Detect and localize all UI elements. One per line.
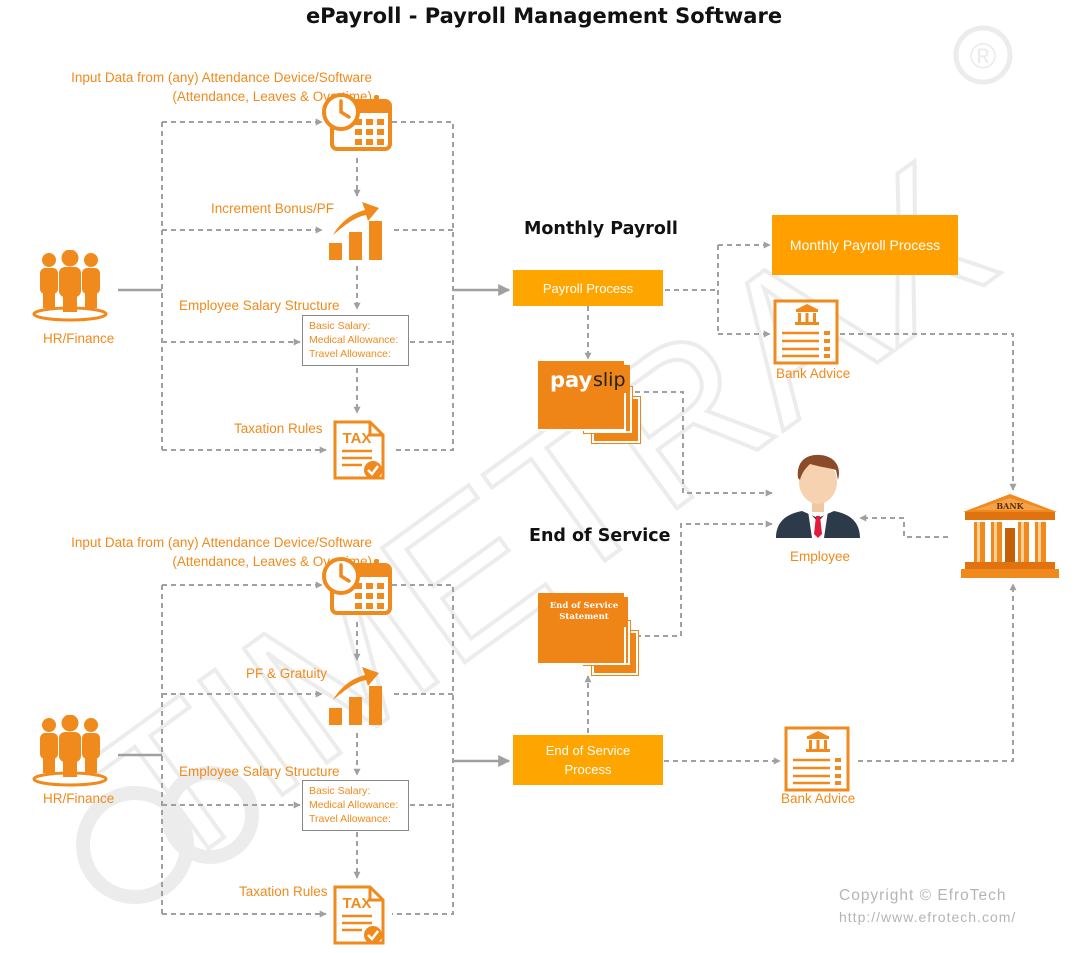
eos-process-line2: Process xyxy=(564,762,612,777)
end-of-service-statement-icon: End of Service Statement xyxy=(538,593,638,675)
top-attendance-label-line2: (Attendance, Leaves & Overtime) xyxy=(172,89,372,104)
eos-statement-text: End of Service Statement xyxy=(544,601,624,623)
bottom-pf-gratuity-label: PF & Gratuity xyxy=(246,666,328,681)
registered-mark: ® xyxy=(970,35,997,76)
eos-statement-line1: End of Service xyxy=(549,601,619,611)
page-title: ePayroll - Payroll Management Software xyxy=(305,4,783,28)
tax-document-icon: TAX xyxy=(333,885,385,945)
top-attendance-label-line1: Input Data from (any) Attendance Device/… xyxy=(71,70,372,85)
top-salary-structure-label: Employee Salary Structure xyxy=(179,298,340,313)
employee-avatar-icon xyxy=(776,454,860,538)
bottom-salary-structure-label: Employee Salary Structure xyxy=(179,764,340,779)
bottom-salary-item: Medical Allowance: xyxy=(309,799,399,811)
payroll-process-box: Payroll Process xyxy=(513,270,663,306)
bottom-taxation-label: Taxation Rules xyxy=(239,884,328,899)
tax-document-icon: TAX xyxy=(333,420,385,480)
top-salary-item: Travel Allowance: xyxy=(309,348,391,360)
bank-advice-icon xyxy=(784,726,850,792)
eos-process-line1: End of Service xyxy=(545,743,631,758)
bottom-salary-item: Travel Allowance: xyxy=(309,813,391,825)
registered-mark-icon: ® xyxy=(953,25,1013,85)
top-hr-finance-label: HR/Finance xyxy=(43,331,115,346)
top-taxation-label: Taxation Rules xyxy=(234,421,323,436)
top-increment-label: Increment Bonus/PF xyxy=(211,201,335,216)
payslip-icon: pay slip xyxy=(538,361,640,443)
top-salary-structure-box: Basic Salary: Medical Allowance: Travel … xyxy=(302,315,409,366)
monthly-payroll-process-box: Monthly Payroll Process xyxy=(772,215,958,275)
attendance-calendar-icon xyxy=(322,557,392,615)
bottom-tax-sign: TAX xyxy=(343,895,372,912)
bank-advice-icon xyxy=(773,299,839,365)
end-of-service-process-box: End of Service Process xyxy=(513,735,663,785)
bottom-bank-advice-label: Bank Advice xyxy=(781,791,856,806)
bank-building-icon: BANK xyxy=(961,494,1059,578)
top-salary-item: Medical Allowance: xyxy=(309,334,399,346)
payslip-slip-text: slip xyxy=(593,369,626,391)
end-of-service-heading: End of Service xyxy=(529,526,671,546)
bottom-hr-finance-label: HR/Finance xyxy=(43,791,115,806)
copyright-url: http://www.efrotech.com/ xyxy=(839,909,1017,925)
top-tax-sign: TAX xyxy=(343,430,372,447)
bottom-attendance-label-line1: Input Data from (any) Attendance Device/… xyxy=(71,535,372,550)
employee-label: Employee xyxy=(790,549,851,564)
bottom-salary-item: Basic Salary: xyxy=(309,785,371,797)
growth-chart-icon xyxy=(329,202,382,260)
top-salary-item: Basic Salary: xyxy=(309,320,371,332)
top-attendance-label: Input Data from (any) Attendance Device/… xyxy=(71,68,372,106)
people-group-icon xyxy=(32,715,108,787)
bottom-attendance-label: Input Data from (any) Attendance Device/… xyxy=(71,533,372,571)
monthly-payroll-heading: Monthly Payroll xyxy=(524,219,678,239)
bank-sign: BANK xyxy=(996,501,1024,511)
payslip-pay-text: pay xyxy=(550,368,593,392)
bottom-salary-structure-box: Basic Salary: Medical Allowance: Travel … xyxy=(302,780,409,831)
bottom-attendance-label-line2: (Attendance, Leaves & Overtime) xyxy=(172,554,372,569)
eos-statement-line2: Statement xyxy=(559,612,609,622)
people-group-icon xyxy=(32,250,108,322)
copyright-line1: Copyright © EfroTech xyxy=(839,887,1007,904)
growth-chart-icon xyxy=(329,667,382,725)
watermark-logo-icon xyxy=(76,766,259,904)
top-bank-advice-label: Bank Advice xyxy=(776,366,851,381)
attendance-calendar-icon xyxy=(322,93,392,151)
